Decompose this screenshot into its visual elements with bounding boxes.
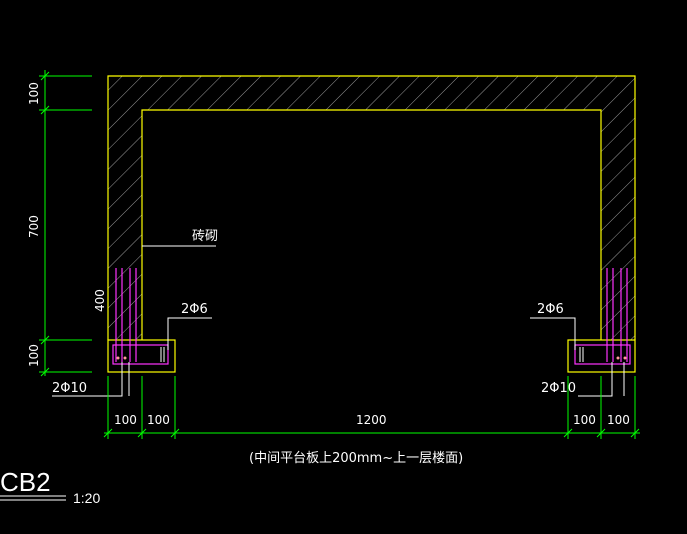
dim-bottom-3: 1200 xyxy=(356,413,387,427)
dim-inner-height: 400 xyxy=(93,289,107,312)
drawing-scale: 1:20 xyxy=(73,490,100,506)
right-rebar-cage xyxy=(574,268,631,365)
brick-wall-outline xyxy=(107,75,636,340)
dim-left-bottom: 100 xyxy=(27,344,41,367)
rebar-stirrup-label-right: 2Φ6 xyxy=(537,302,564,317)
rebar-dots xyxy=(116,356,627,360)
left-footing xyxy=(107,339,176,373)
dim-bottom-5: 100 xyxy=(607,413,630,427)
dim-bottom-4: 100 xyxy=(573,413,596,427)
dim-left-top: 100 xyxy=(27,82,41,105)
dim-bottom-1: 100 xyxy=(114,413,137,427)
right-footing xyxy=(567,339,636,373)
title-underline xyxy=(0,495,66,501)
rebar-inner-marks xyxy=(160,347,584,362)
dim-bottom-2: 100 xyxy=(147,413,170,427)
dim-left-mid: 700 xyxy=(27,215,41,238)
left-dimension-lines xyxy=(39,70,92,377)
rebar-main-label-right: 2Φ10 xyxy=(541,381,576,396)
leader-lines xyxy=(52,245,625,397)
material-label: 砖砌 xyxy=(192,229,218,244)
bottom-dimension-lines xyxy=(103,376,640,439)
left-rebar-cage xyxy=(112,268,169,365)
rebar-stirrup-label-left: 2Φ6 xyxy=(181,302,208,317)
brick-wall-hatch xyxy=(108,76,635,340)
rebar-main-label-left: 2Φ10 xyxy=(52,381,87,396)
section-note: (中间平台板上200mm~上一层楼面) xyxy=(249,451,463,466)
drawing-title: CB2 xyxy=(0,467,51,497)
